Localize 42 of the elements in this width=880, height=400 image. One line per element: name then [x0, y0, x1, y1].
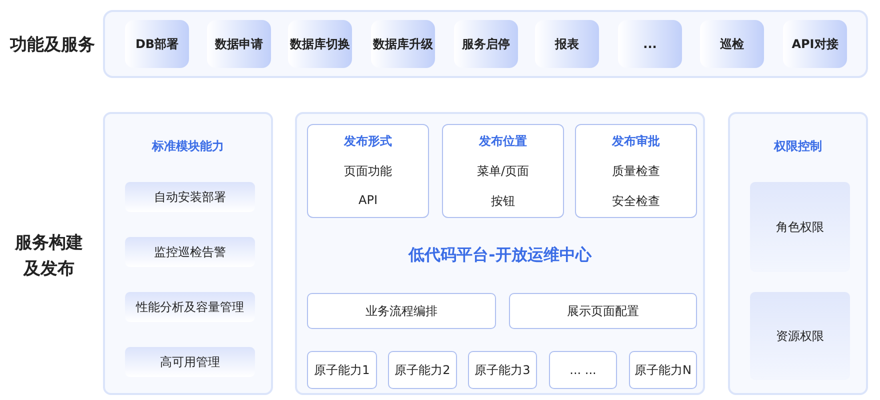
row-heading: 功能及服务 [10, 34, 95, 56]
module-box: 高可用管理 [125, 347, 255, 377]
publish-card [442, 124, 564, 218]
service-box: DB部署 [125, 20, 189, 68]
module-panel [103, 112, 273, 395]
card-heading: 发布形式 [342, 133, 393, 150]
module-box: 自动安装部署 [125, 182, 255, 212]
row-heading: 服务构建及发布 [14, 232, 84, 281]
service-box: 报表 [535, 20, 599, 68]
item-text: API [358, 193, 378, 207]
card-heading: 发布审批 [610, 133, 661, 150]
feature-box: 业务流程编排 [307, 293, 496, 329]
module-box: 监控巡检告警 [125, 237, 255, 267]
item-text: 安全检查 [611, 193, 661, 210]
service-box: ... [618, 20, 682, 68]
service-box: 巡检 [700, 20, 764, 68]
module-box: 性能分析及容量管理 [125, 292, 255, 322]
feature-box: 原子能力3 [468, 351, 537, 389]
feature-box: 原子能力1 [307, 351, 377, 389]
service-box: 服务启停 [454, 20, 518, 68]
service-box: 数据库升级 [371, 20, 435, 68]
permission-box: 角色权限 [750, 182, 850, 272]
permission-panel [728, 112, 868, 395]
item-text: 按钮 [490, 193, 516, 210]
permission-box: 资源权限 [750, 292, 850, 380]
platform-panel [295, 112, 705, 395]
feature-box: ... ... [549, 351, 617, 389]
publish-card [575, 124, 697, 218]
item-text: 菜单/页面 [476, 163, 530, 180]
item-text: 页面功能 [343, 163, 393, 180]
panel-title: 标准模块能力 [150, 138, 225, 155]
service-box: 数据库切换 [288, 20, 352, 68]
panel-title: 权限控制 [772, 138, 823, 155]
service-box: API对接 [783, 20, 847, 68]
feature-box: 原子能力2 [388, 351, 457, 389]
feature-box: 展示页面配置 [509, 293, 697, 329]
card-heading: 发布位置 [478, 133, 528, 150]
publish-card [307, 124, 429, 218]
platform-title: 低代码平台-开放运维中心 [407, 245, 593, 266]
service-box: 数据申请 [207, 20, 271, 68]
item-text: 质量检查 [611, 163, 661, 180]
feature-box: 原子能力N [629, 351, 697, 389]
